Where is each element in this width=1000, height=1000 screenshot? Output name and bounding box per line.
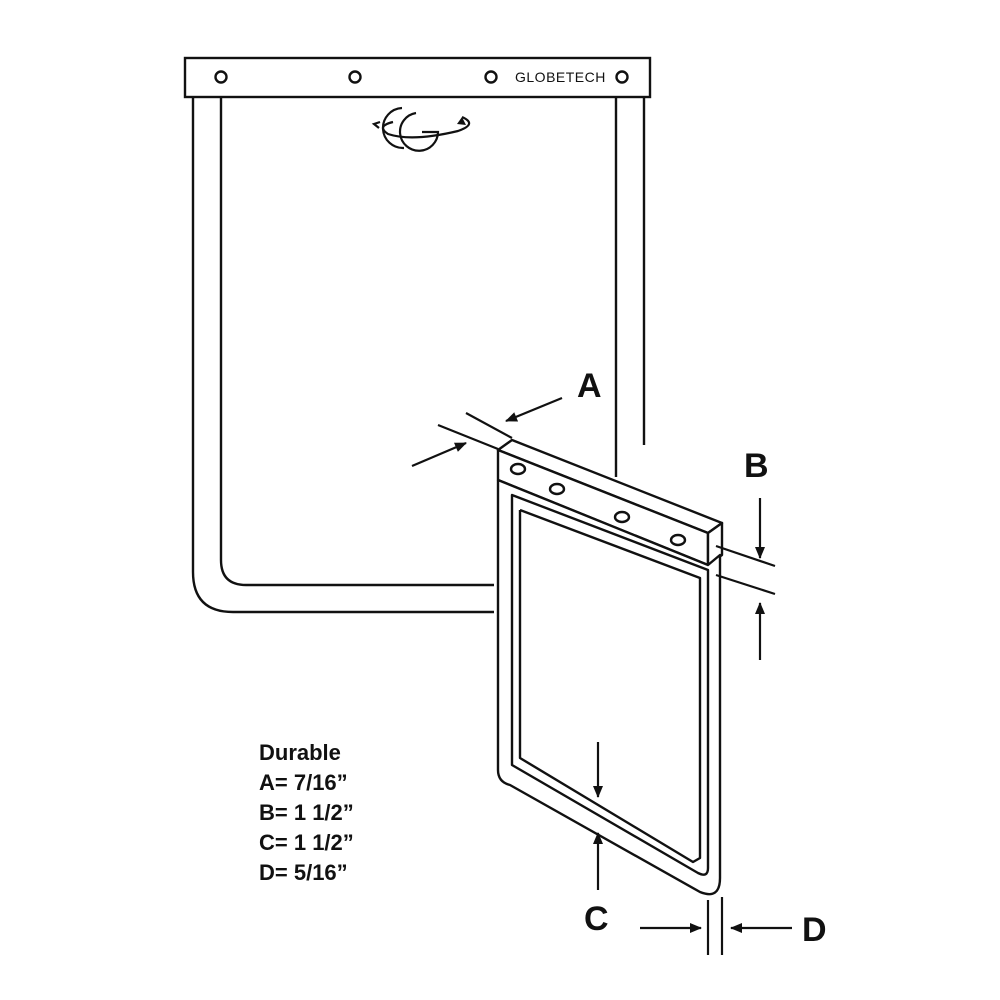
dimension-d	[640, 897, 792, 955]
dimension-b	[715, 498, 776, 660]
mounting-hole	[348, 70, 362, 84]
large-mud-flap	[183, 56, 652, 614]
mounting-hole	[615, 70, 629, 84]
mounting-hole	[548, 482, 566, 496]
dimension-a	[411, 396, 563, 468]
spec-list: Durable A= 7/16” B= 1 1/2” C= 1 1/2” D= …	[259, 738, 354, 888]
small-flap-inner-rib	[510, 493, 710, 876]
spec-line-a: A= 7/16”	[259, 770, 348, 795]
spec-line-c: C= 1 1/2”	[259, 830, 354, 855]
dimension-arrow	[411, 441, 467, 468]
mounting-hole	[484, 70, 498, 84]
spec-line-d: D= 5/16”	[259, 860, 348, 885]
brand-label: GLOBETECH	[515, 69, 606, 85]
small-mud-flap	[496, 438, 724, 896]
dimension-label-a: A	[577, 367, 602, 405]
mounting-hole	[509, 462, 527, 476]
mounting-hole	[214, 70, 228, 84]
dimension-arrow	[505, 396, 563, 423]
flap-outer-edge	[191, 97, 494, 614]
mounting-hole	[669, 533, 687, 547]
mounting-hole	[613, 510, 631, 524]
globetech-logo-icon	[371, 106, 471, 152]
dimension-label-d: D	[802, 911, 827, 949]
small-flap-outer-edge	[496, 478, 722, 896]
spec-title: Durable	[259, 740, 341, 765]
spec-line-b: B= 1 1/2”	[259, 800, 354, 825]
flap-inner-rib	[219, 97, 494, 587]
mounting-bar	[183, 56, 652, 99]
dimension-label-b: B	[744, 447, 769, 485]
dimension-label-c: C	[584, 900, 609, 938]
